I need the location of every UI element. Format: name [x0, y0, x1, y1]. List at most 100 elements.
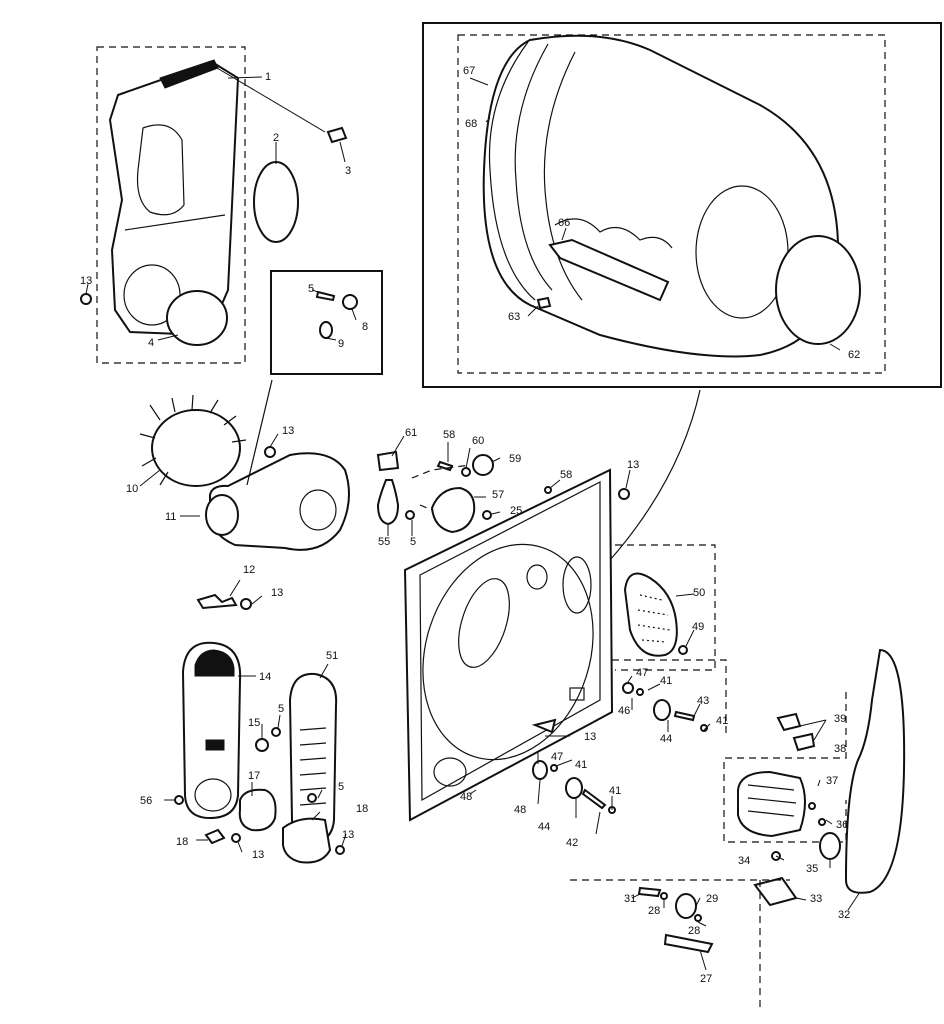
- callout-c48b: 48: [460, 791, 472, 803]
- inset-box-5-8-9: [270, 270, 383, 375]
- idler-hardware-group: [532, 659, 727, 814]
- callout-c15: 15: [248, 717, 260, 729]
- callout-c39: 39: [834, 713, 846, 725]
- callout-c28b: 28: [688, 925, 700, 937]
- drum-inset-dashed-box: [457, 34, 886, 374]
- callout-c14: 14: [259, 671, 271, 683]
- callout-c36: 36: [836, 819, 848, 831]
- part-13-screw-f: [618, 488, 630, 500]
- callout-c43: 43: [697, 695, 709, 707]
- part-47-washer-b: [550, 764, 558, 772]
- part-61-socket: [376, 450, 400, 472]
- front-bulkhead-panel: [108, 60, 240, 336]
- panel-hole: [526, 564, 548, 590]
- part-44-pulley: [653, 699, 671, 721]
- callout-c50: 50: [693, 587, 705, 599]
- panel-slot: [569, 687, 585, 701]
- panel-vent-cutout: [562, 556, 592, 614]
- part-25-screw: [482, 510, 492, 520]
- bulkhead-seam: [124, 214, 226, 231]
- callout-c5c: 5: [338, 781, 344, 793]
- callout-c51: 51: [326, 650, 338, 662]
- callout-c11: 11: [165, 511, 176, 523]
- callout-c5b: 5: [278, 703, 284, 715]
- inset-box: [270, 270, 383, 375]
- part-13-screw-e: [335, 845, 345, 855]
- leader-drum-to-cabinet: [609, 389, 701, 561]
- part-63-screw: [536, 296, 552, 310]
- part-33-motor-mount: [753, 876, 798, 907]
- callout-c5a: 5: [308, 283, 314, 295]
- callout-c17: 17: [248, 770, 260, 782]
- part-2-felt-seal: [253, 161, 299, 243]
- callout-c68: 68: [465, 118, 477, 130]
- bulkhead-top-strip: [159, 59, 219, 89]
- front-bulkhead-group: [80, 46, 348, 364]
- part-11-blower-housing: [209, 452, 350, 551]
- part-3-clip: [326, 126, 348, 144]
- callout-c47a: 47: [636, 667, 648, 679]
- part-38-motor: [737, 770, 806, 838]
- drum-seam-2: [543, 51, 583, 301]
- rear-panel-inner-border: [419, 481, 601, 802]
- part-57-light-bracket: [430, 486, 476, 534]
- lint-duct-bottom-port: [194, 778, 232, 812]
- part-8-knob: [342, 294, 358, 310]
- callout-c5d: 5: [410, 536, 416, 548]
- part-31-bolt: [637, 886, 662, 898]
- drum-seam-1: [514, 43, 553, 291]
- callout-c13c: 13: [271, 587, 283, 599]
- part-44-pulley-b: [565, 777, 583, 799]
- callout-c10: 10: [126, 483, 138, 495]
- callout-c13a: 13: [80, 275, 92, 287]
- callout-c13f: 13: [627, 459, 639, 471]
- part-43-shaft: [673, 710, 696, 722]
- leader-lines: [85, 67, 861, 971]
- part-66-baffle: [548, 238, 670, 302]
- callout-c18b: 18: [176, 836, 188, 848]
- callout-c27: 27: [700, 973, 712, 985]
- panel-oval-cutout: [458, 578, 510, 668]
- bottom-dashed-guide: [570, 879, 790, 1010]
- part-27-support: [663, 933, 714, 954]
- part-17-thermostat: [238, 788, 277, 832]
- part-5-screw-b: [271, 727, 281, 737]
- part-28-washer-b: [694, 914, 702, 922]
- callout-c34: 34: [738, 855, 750, 867]
- part-10-blower-wheel: [151, 409, 241, 487]
- callout-c18a: 18: [356, 803, 368, 815]
- callout-c58b: 58: [560, 469, 572, 481]
- idler-dashed-guide: [612, 659, 727, 738]
- callout-c63: 63: [508, 311, 520, 323]
- callout-c35: 35: [806, 863, 818, 875]
- part-48-roller: [532, 760, 548, 780]
- drum-rear-rim: [488, 41, 536, 301]
- part-59-lens: [472, 454, 494, 476]
- drum-cutaway-edge: [554, 218, 673, 249]
- callout-c60: 60: [472, 435, 484, 447]
- callout-c61: 61: [405, 427, 417, 439]
- part-5-screw-d: [405, 510, 415, 520]
- callout-c62: 62: [848, 349, 860, 361]
- lint-duct-label: [205, 739, 225, 751]
- part-55-light-bulb: [376, 479, 400, 526]
- part-62-drum-seal: [775, 235, 861, 345]
- callout-c13d: 13: [252, 849, 264, 861]
- part-60-clip: [461, 467, 471, 477]
- drum-inset-group: [422, 22, 942, 388]
- callout-c41a: 41: [660, 675, 672, 687]
- motor-fins: [747, 784, 797, 817]
- part-56-screw: [174, 795, 184, 805]
- callout-c13e: 13: [342, 829, 354, 841]
- part-46-pin: [636, 688, 644, 696]
- lint-opening: [136, 124, 185, 216]
- lint-screen-mesh: [299, 727, 327, 806]
- part-47-washer: [622, 682, 634, 694]
- callout-c44b: 44: [538, 821, 550, 833]
- drum-inset-box: [422, 22, 942, 388]
- blower-group: [139, 379, 350, 551]
- front-bulkhead-dashed-box: [96, 46, 246, 364]
- callout-c67: 67: [463, 65, 475, 77]
- callout-c32: 32: [838, 909, 850, 921]
